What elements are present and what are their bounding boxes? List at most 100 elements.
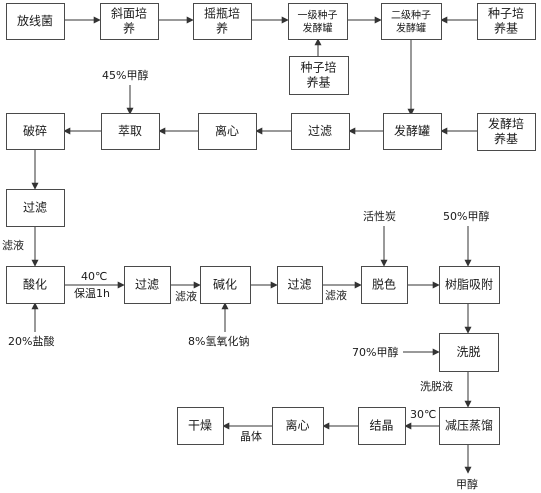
node-label-line: 过滤 xyxy=(23,201,47,215)
node-box xyxy=(477,113,536,151)
node-box xyxy=(439,333,499,372)
label-hcl-20: 20%盐酸 xyxy=(8,334,54,348)
node-box xyxy=(477,3,536,40)
node-label-line: 一级种子 xyxy=(298,9,338,22)
node-filtration-1: 过滤 xyxy=(291,113,350,150)
labels: 45%甲醇 滤液 20%盐酸 40℃ 保温1h 滤液 8%氢氧化钠 滤液 活性炭… xyxy=(2,68,489,491)
node-box xyxy=(289,56,349,95)
node-box xyxy=(358,407,406,445)
label-eluate: 洗脱液 xyxy=(420,379,453,393)
label-naoh-8: 8%氢氧化钠 xyxy=(188,334,249,348)
node-box xyxy=(6,189,65,227)
node-label-line: 放线菌 xyxy=(17,13,53,28)
node-box xyxy=(200,266,251,304)
node-box xyxy=(272,407,324,445)
node-label-line: 过滤 xyxy=(308,124,332,138)
node-label-line: 二级种子 xyxy=(391,9,431,22)
node-label-line: 发酵罐 xyxy=(394,123,430,138)
node-box xyxy=(100,3,159,40)
node-box xyxy=(439,407,500,445)
node-filtration-4: 过滤 xyxy=(277,266,323,304)
node-label-line: 萃取 xyxy=(118,124,142,138)
label-hold-1h: 保温1h xyxy=(74,286,110,300)
label-filtrate-2: 滤液 xyxy=(175,289,197,303)
node-box xyxy=(277,266,323,304)
label-methanol-70: 70%甲醇 xyxy=(352,345,398,359)
node-label-line: 养基 xyxy=(494,21,518,36)
node-acidification: 酸化 xyxy=(6,266,65,304)
node-crystallization: 结晶 xyxy=(358,407,406,445)
node-label-line: 养基 xyxy=(306,75,330,90)
label-activated-carbon: 活性炭 xyxy=(363,209,396,223)
node-crushing: 破碎 xyxy=(6,113,65,150)
node-label-line: 摇瓶培 xyxy=(204,6,240,21)
node-label-line: 碱化 xyxy=(213,278,237,292)
node-label-line: 过滤 xyxy=(135,278,159,292)
node-label-line: 树脂吸附 xyxy=(445,277,493,292)
node-box xyxy=(6,266,65,304)
node-resin-adsorption: 树脂吸附 xyxy=(439,266,500,304)
node-extraction: 萃取 xyxy=(101,113,160,150)
label-temp-40: 40℃ xyxy=(81,270,107,283)
node-label-line: 过滤 xyxy=(287,278,311,292)
node-box xyxy=(6,113,65,150)
node-decolorization: 脱色 xyxy=(361,266,408,304)
label-temp-30: 30℃ xyxy=(410,408,436,421)
node-actinomycete: 放线菌 xyxy=(6,3,65,40)
node-filtration-2: 过滤 xyxy=(6,189,65,227)
node-fermenter: 发酵罐 xyxy=(383,113,442,150)
node-box xyxy=(177,407,224,445)
node-label-line: 酸化 xyxy=(23,277,47,292)
label-filtrate-3: 滤液 xyxy=(325,288,347,302)
label-methanol-output: 甲醇 xyxy=(456,477,478,491)
node-label-line: 破碎 xyxy=(23,123,47,138)
node-label-line: 减压蒸馏 xyxy=(445,419,493,433)
node-label-line: 发酵罐 xyxy=(303,22,333,35)
node-label-line: 养基 xyxy=(494,131,518,146)
node-label-line: 发酵罐 xyxy=(396,22,426,35)
node-box xyxy=(101,113,160,150)
node-label-line: 离心 xyxy=(215,123,239,138)
node-centrifuge-2: 离心 xyxy=(272,407,324,445)
node-box xyxy=(361,266,408,304)
node-elution: 洗脱 xyxy=(439,333,499,372)
label-filtrate-1: 滤液 xyxy=(2,238,24,252)
node-box xyxy=(439,266,500,304)
node-alkalization: 碱化 xyxy=(200,266,251,304)
node-box xyxy=(193,3,252,40)
node-box xyxy=(124,266,171,304)
label-crystal: 晶体 xyxy=(240,429,262,443)
node-label-line: 洗脱 xyxy=(456,344,480,359)
node-label-line: 种子培 xyxy=(488,6,524,21)
label-methanol-45: 45%甲醇 xyxy=(102,68,148,82)
node-centrifuge-1: 离心 xyxy=(198,113,257,150)
node-label-line: 离心 xyxy=(285,418,309,433)
node-vacuum-distillation: 减压蒸馏 xyxy=(439,407,500,445)
node-box xyxy=(6,3,65,40)
node-box xyxy=(198,113,257,150)
edges xyxy=(31,16,477,474)
node-label-line: 养 xyxy=(123,21,135,36)
node-label-line: 脱色 xyxy=(372,277,396,292)
node-filtration-3: 过滤 xyxy=(124,266,171,304)
node-box xyxy=(288,3,348,40)
label-methanol-50: 50%甲醇 xyxy=(443,209,489,223)
node-box xyxy=(383,113,442,150)
node-drying: 干燥 xyxy=(177,407,224,445)
node-label-line: 斜面培 xyxy=(111,6,147,21)
node-box xyxy=(381,3,442,40)
node-box xyxy=(291,113,350,150)
node-label-line: 结晶 xyxy=(369,419,393,433)
node-label-line: 干燥 xyxy=(188,419,212,433)
node-label-line: 发酵培 xyxy=(488,116,524,131)
node-label-line: 养 xyxy=(216,21,228,36)
node-label-line: 种子培 xyxy=(300,60,336,75)
